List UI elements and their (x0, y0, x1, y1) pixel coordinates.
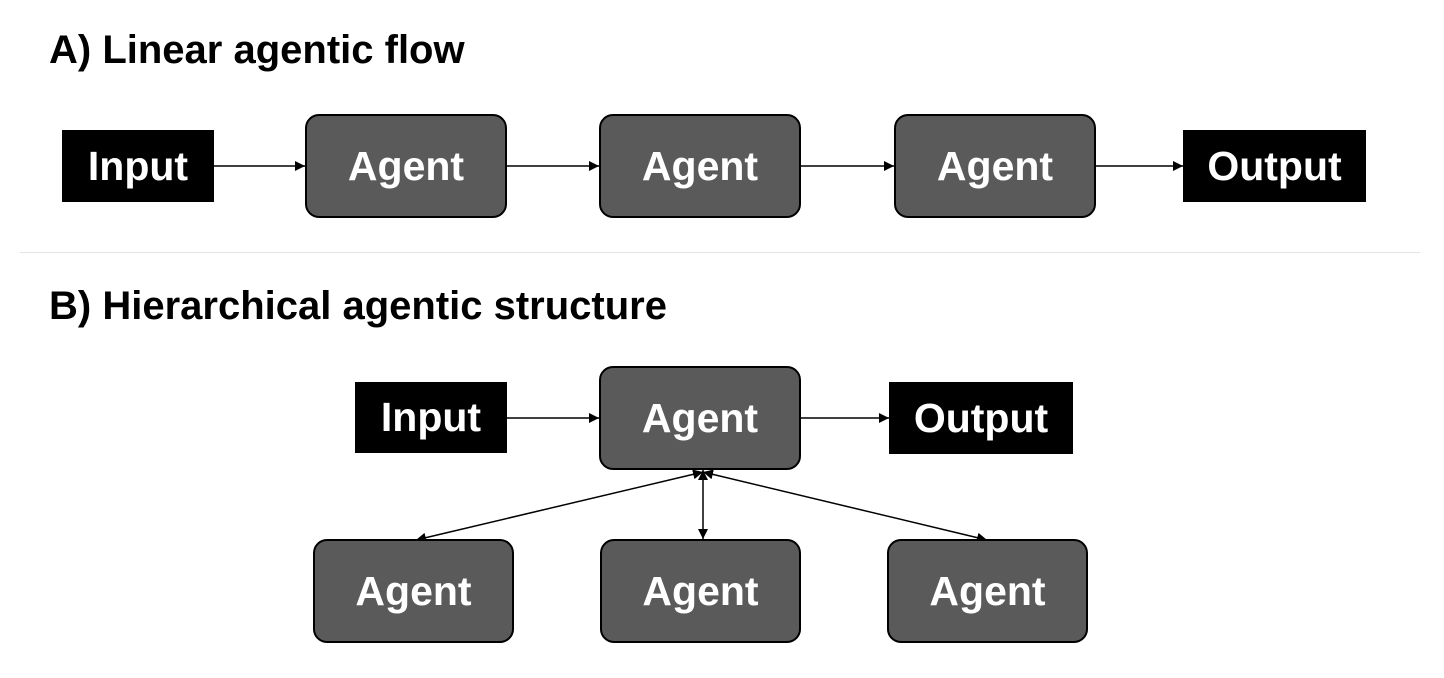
section-divider (20, 252, 1420, 253)
a-agent-box-2: Agent (599, 114, 801, 218)
a-agent-label-1: Agent (347, 142, 465, 189)
arrow-top-agent-sub-agent-left (415, 469, 704, 543)
b-sub-agent-box-right: Agent (887, 539, 1088, 643)
b-top-agent-box: Agent (599, 366, 801, 470)
a-agent-box-3: Agent (894, 114, 1096, 218)
b-output-label: Output (913, 394, 1049, 441)
b-sub-agent-label-left: Agent (355, 567, 472, 614)
a-output-box: Output (1183, 130, 1366, 202)
arrow-top-agent-sub-agent-right (702, 469, 988, 543)
b-sub-agent-label-middle: Agent (642, 567, 759, 614)
a-output-label: Output (1207, 142, 1342, 189)
a-input-box: Input (62, 130, 214, 202)
section-b-title: B) Hierarchical agentic structure (49, 284, 667, 328)
a-agent-label-2: Agent (641, 142, 759, 189)
section-a-title: A) Linear agentic flow (49, 28, 465, 72)
b-input-label: Input (380, 394, 482, 440)
b-sub-agent-label-right: Agent (929, 567, 1046, 614)
b-sub-agent-box-middle: Agent (600, 539, 801, 643)
a-input-label: Input (87, 142, 189, 189)
b-input-box: Input (355, 382, 507, 453)
b-output-box: Output (889, 382, 1073, 454)
a-agent-label-3: Agent (936, 142, 1054, 189)
b-sub-agent-box-left: Agent (313, 539, 514, 643)
a-agent-box-1: Agent (305, 114, 507, 218)
b-top-agent-label: Agent (641, 394, 759, 441)
